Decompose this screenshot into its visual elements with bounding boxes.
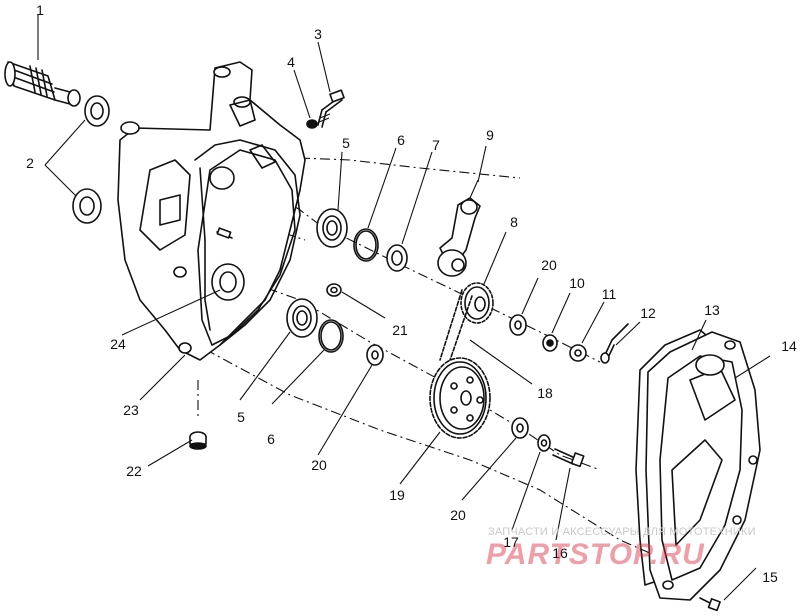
part-10-washer <box>542 334 558 352</box>
callout-label: 20 <box>450 507 466 523</box>
callout-label: 4 <box>287 54 295 70</box>
callout-label: 7 <box>432 137 440 153</box>
part-2-seals <box>44 95 110 224</box>
part-5-bearings <box>286 208 348 338</box>
callout-label: 20 <box>541 257 557 273</box>
part-20-washers <box>366 314 529 439</box>
part-11-nut <box>569 344 587 362</box>
part-7-spacer <box>386 244 408 272</box>
part-19-lower-sprocket <box>429 357 491 439</box>
leader-lines <box>37 14 771 601</box>
callout-label: 13 <box>704 302 720 318</box>
part-12-cotter-pin <box>600 323 629 364</box>
callout-label: 11 <box>601 286 617 302</box>
part-15-bolt <box>699 597 721 612</box>
callout-label: 23 <box>123 402 139 418</box>
callout-label: 8 <box>510 214 518 230</box>
part-21-nut <box>326 283 342 297</box>
callout-label: 22 <box>126 463 142 479</box>
part-1-shaft <box>4 61 81 107</box>
watermark-caption: ЗАПЧАСТИ И АКСЕССУАРЫ ДЛЯ МОТОТЕХНИКИ <box>488 526 756 538</box>
part-9-tensioner <box>437 179 481 277</box>
callout-label: 10 <box>569 275 585 291</box>
callout-label: 14 <box>781 338 797 354</box>
part-8-upper-sprocket <box>460 282 494 324</box>
callout-label: 12 <box>640 305 656 321</box>
callout-label: 9 <box>486 127 494 143</box>
part-14-cover <box>645 331 761 601</box>
callout-label: 1 <box>36 2 44 18</box>
part-17-washer <box>537 434 551 452</box>
part-6-orings <box>318 228 379 353</box>
part-23-chaincase <box>117 61 306 361</box>
part-18-chain <box>439 289 473 367</box>
callout-label: 3 <box>314 26 322 42</box>
callout-label: 6 <box>267 431 275 447</box>
callout-label: 15 <box>762 569 778 585</box>
callout-label: 17 <box>503 534 519 550</box>
watermark-logo: PARTSTOP.RU <box>486 538 705 571</box>
callout-label: 16 <box>552 545 568 561</box>
callout-label: 20 <box>311 457 327 473</box>
part-3-bolt <box>317 89 345 128</box>
part-4-nut <box>306 119 318 129</box>
callout-label: 5 <box>237 409 245 425</box>
callout-label: 18 <box>537 385 553 401</box>
callout-label: 19 <box>389 487 405 503</box>
part-16-bolt <box>552 448 585 468</box>
part-24-stud <box>216 227 233 239</box>
callout-label: 24 <box>110 336 126 352</box>
part-22-drain-plug <box>189 431 207 450</box>
callout-label: 6 <box>397 132 405 148</box>
callout-label: 5 <box>342 135 350 151</box>
callout-label: 21 <box>392 322 408 338</box>
callout-label: 2 <box>26 155 34 171</box>
